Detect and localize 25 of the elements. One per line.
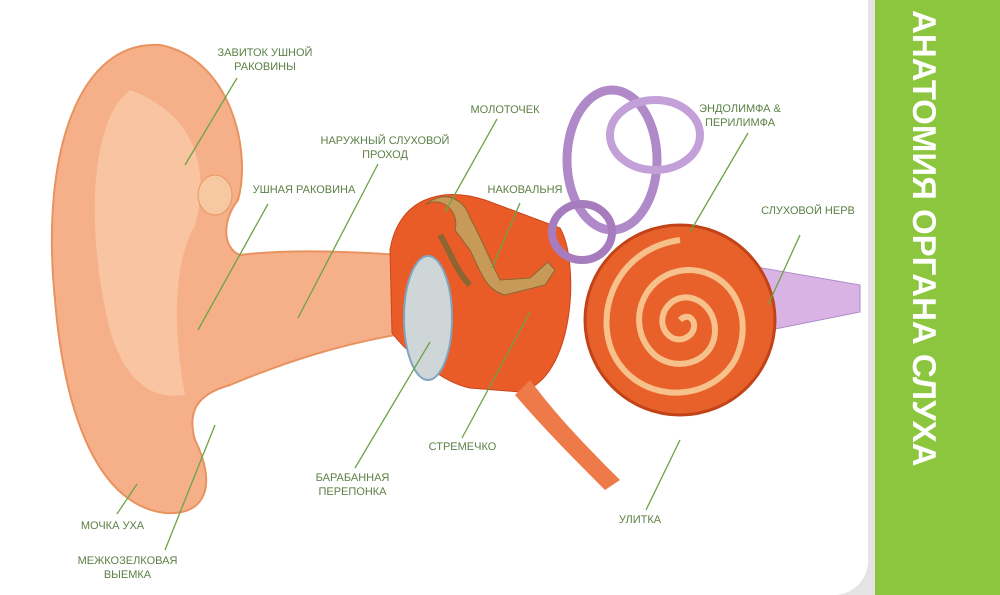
- part-label: БАРАБАННАЯ ПЕРЕПОНКА: [290, 471, 415, 499]
- leader-line: [767, 234, 801, 306]
- title: АНАТОМИЯ ОРГАНА СЛУХА: [905, 10, 943, 466]
- leader-line: [297, 164, 379, 318]
- leader-line: [184, 78, 238, 166]
- leader-line: [645, 440, 681, 510]
- part-label: МОЛОТОЧЕК: [445, 103, 565, 117]
- part-label: УЛИТКА: [590, 513, 690, 527]
- leader-line: [116, 484, 138, 514]
- part-label: НАКОВАЛЬНЯ: [465, 183, 585, 197]
- part-label: ЭНДОЛИМФА & ПЕРИЛИМФА: [675, 102, 805, 130]
- leader-line: [354, 342, 431, 468]
- part-label: НАРУЖНЫЙ СЛУХОВОЙ ПРОХОД: [300, 134, 470, 162]
- part-label: СЛУХОВОЙ НЕРВ: [758, 204, 858, 218]
- part-label: ЗАВИТОК УШНОЙ РАКОВИНЫ: [195, 46, 335, 74]
- part-label: УШНАЯ РАКОВИНА: [229, 183, 379, 197]
- leader-line: [197, 204, 269, 330]
- leader-line: [461, 312, 531, 438]
- leader-line: [491, 202, 521, 268]
- leader-line: [164, 424, 216, 550]
- part-label: СТРЕМЕЧКО: [400, 440, 525, 454]
- part-label: МОЧКА УХА: [55, 519, 170, 533]
- leader-line: [689, 132, 749, 232]
- part-label: МЕЖКОЗЕЛКОВАЯ ВЫЕМКА: [65, 554, 190, 582]
- leader-line: [444, 118, 498, 212]
